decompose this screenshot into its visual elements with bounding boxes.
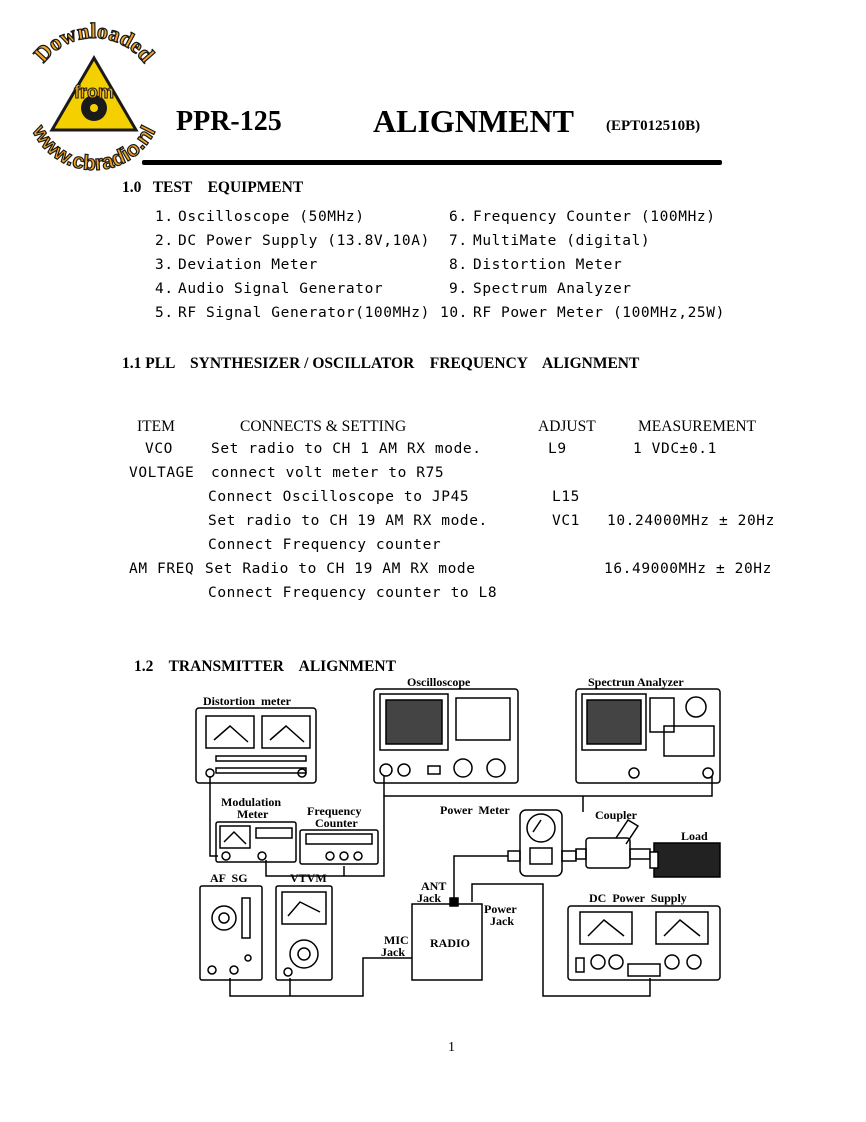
label-distortion-meter: Distortion meter xyxy=(203,694,292,708)
cable xyxy=(209,776,218,857)
equipment-number: 2. xyxy=(155,233,174,249)
equipment-item: Audio Signal Generator xyxy=(178,281,384,297)
equipment-number: 6. xyxy=(449,209,468,225)
modulation-meter xyxy=(215,821,297,863)
coupler xyxy=(575,818,651,869)
label-frequency-counter: Frequency xyxy=(307,804,361,818)
column-header-adjust: ADJUST xyxy=(538,418,596,435)
table-cell-measurement: 1 VDC±0.1 xyxy=(633,441,717,457)
column-header-measurement: MEASUREMENT xyxy=(638,418,756,435)
table-cell-setting: Set Radio to CH 19 AM RX mode xyxy=(205,561,476,577)
column-header-item: ITEM xyxy=(137,418,175,435)
equipment-item: RF Signal Generator(100MHz) xyxy=(178,305,430,321)
radio xyxy=(411,897,483,981)
label-power-jack-2: Jack xyxy=(490,914,514,928)
cable xyxy=(453,855,508,902)
oscilloscope xyxy=(373,688,519,784)
equipment-number: 8. xyxy=(449,257,468,273)
equipment-item: Frequency Counter (100MHz) xyxy=(473,209,716,225)
table-cell-adjust: L9 xyxy=(548,441,567,457)
table-cell-measurement: 16.49000MHz ± 20Hz xyxy=(604,561,772,577)
table-cell-setting: Set radio to CH 19 AM RX mode. xyxy=(208,513,488,529)
test-setup-diagram: Distortion meter Oscilloscope Spectrun A… xyxy=(195,676,721,997)
warning-triangle-icon xyxy=(49,55,139,132)
equipment-number: 7. xyxy=(449,233,468,249)
column-header-connects: CONNECTS & SETTING xyxy=(240,418,407,435)
equipment-item: DC Power Supply (13.8V,10A) xyxy=(178,233,430,249)
table-cell-adjust: L15 xyxy=(552,489,580,505)
equipment-item: Deviation Meter xyxy=(178,257,318,273)
page-number: 1 xyxy=(448,1040,455,1055)
label-mic-jack-2: Jack xyxy=(381,945,405,959)
power-meter xyxy=(507,809,577,877)
label-modulation-meter: Modulation xyxy=(221,795,281,809)
load xyxy=(649,842,721,878)
label-dc-power-supply: DC Power Supply xyxy=(589,891,687,905)
label-load: Load xyxy=(681,829,708,843)
distortion-meter xyxy=(195,707,317,784)
equipment-number: 3. xyxy=(155,257,174,273)
label-power-meter: Power Meter xyxy=(440,803,510,817)
equipment-item: Oscilloscope (50MHz) xyxy=(178,209,365,225)
table-cell-setting: Connect Frequency counter to L8 xyxy=(208,585,498,601)
equipment-item: MultiMate (digital) xyxy=(473,233,651,249)
model-number: PPR-125 xyxy=(176,106,282,137)
frequency-counter xyxy=(299,829,379,865)
label-radio: RADIO xyxy=(430,936,470,950)
cable xyxy=(383,776,713,797)
equipment-item: RF Power Meter (100MHz,25W) xyxy=(473,305,725,321)
label-spectrum-analyzer: Spectrun Analyzer xyxy=(588,676,684,689)
label-frequency-counter-2: Counter xyxy=(315,816,358,830)
dc-power-supply xyxy=(567,905,721,981)
watermark-center-text: from xyxy=(74,82,114,102)
header-rule xyxy=(142,160,722,165)
label-modulation-meter-2: Meter xyxy=(237,807,269,821)
section-heading-transmitter: 1.2 TRANSMITTER ALIGNMENT xyxy=(134,658,396,675)
equipment-item: Spectrum Analyzer xyxy=(473,281,632,297)
label-af-sg: AF SG xyxy=(210,871,248,885)
cable xyxy=(229,957,412,997)
spectrum-analyzer xyxy=(575,688,721,784)
equipment-number: 10. xyxy=(440,305,468,321)
equipment-number: 4. xyxy=(155,281,174,297)
vtvm xyxy=(275,885,333,981)
table-cell-item: VCO xyxy=(145,441,173,457)
equipment-number: 1. xyxy=(155,209,174,225)
table-cell-item: VOLTAGE xyxy=(129,465,195,481)
label-ant-jack-2: Jack xyxy=(417,891,441,905)
table-cell-setting: Set radio to CH 1 AM RX mode. xyxy=(211,441,482,457)
label-coupler: Coupler xyxy=(595,808,638,822)
equipment-number: 9. xyxy=(449,281,468,297)
table-cell-setting: connect volt meter to R75 xyxy=(211,465,445,481)
label-mic-jack: MIC xyxy=(384,933,409,947)
section-heading-test-equipment: 1.0 TEST EQUIPMENT xyxy=(122,179,304,196)
watermark-logo: Downloaded www.cbradio.nl from xyxy=(26,17,160,176)
table-cell-setting: Connect Oscilloscope to JP45 xyxy=(208,489,470,505)
af-signal-generator xyxy=(199,885,263,981)
label-vtvm: VTVM xyxy=(290,871,327,885)
page-title: ALIGNMENT xyxy=(373,103,574,139)
table-cell-measurement: 10.24000MHz ± 20Hz xyxy=(607,513,775,529)
label-oscilloscope: Oscilloscope xyxy=(407,676,471,689)
cable xyxy=(471,883,651,997)
table-cell-setting: Connect Frequency counter xyxy=(208,537,442,553)
label-power-jack: Power xyxy=(484,902,517,916)
equipment-item: Distortion Meter xyxy=(473,257,623,273)
document-code: (EPT012510B) xyxy=(606,118,701,134)
section-heading-pll: 1.1 PLL SYNTHESIZER / OSCILLATOR FREQUEN… xyxy=(122,355,640,372)
equipment-number: 5. xyxy=(155,305,174,321)
label-ant-jack: ANT xyxy=(421,879,446,893)
table-cell-adjust: VC1 xyxy=(552,513,580,529)
table-cell-item: AM FREQ xyxy=(129,561,195,577)
cable xyxy=(265,796,385,877)
